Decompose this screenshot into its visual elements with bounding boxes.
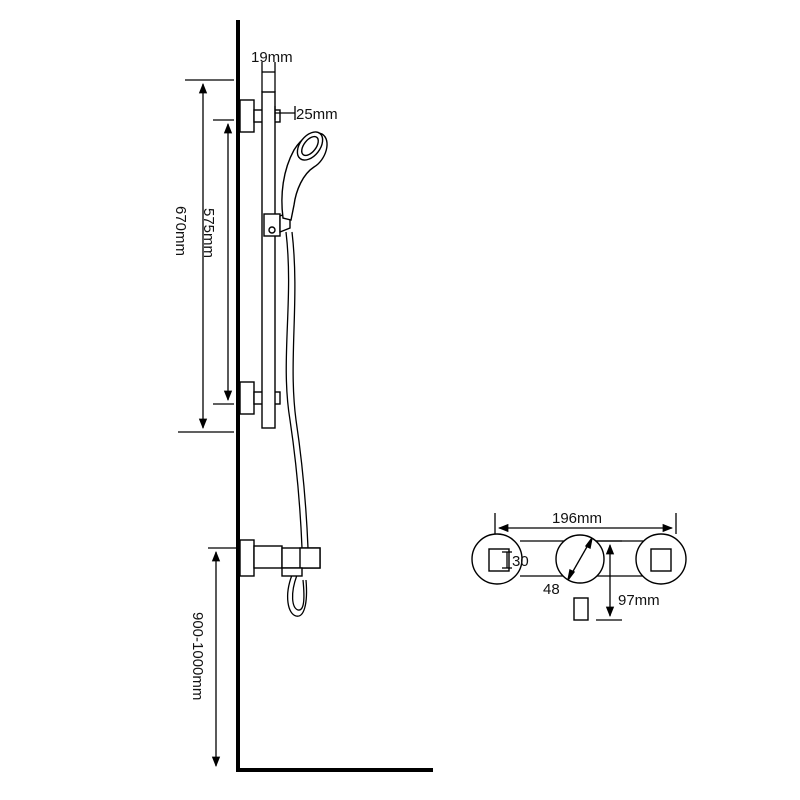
dial-size-label: 48 — [543, 581, 560, 598]
slider-knob — [268, 226, 276, 234]
right-inlet-square — [650, 548, 672, 572]
inlet-size-label: 30 — [512, 553, 529, 570]
valve-lever — [573, 597, 589, 621]
valve-depth-label: 97mm — [618, 592, 660, 609]
valve-wall-plate — [239, 539, 255, 577]
rail-diameter-label: 19mm — [251, 49, 293, 66]
slide-rail-assembly — [239, 91, 328, 429]
valve-width-label: 196mm — [552, 510, 602, 527]
top-dimensions: 19mm 25mm — [251, 49, 338, 123]
valve-height-label: 900-1000mm — [189, 612, 206, 700]
wall-bracket-top — [239, 99, 255, 133]
left-dimensions: 670mm 575mm 900-1000mm — [172, 79, 236, 768]
valve-front — [299, 547, 321, 569]
left-inlet-square — [488, 548, 510, 572]
inner-spacing-label: 575mm — [200, 208, 217, 258]
slide-rail — [261, 91, 276, 429]
shower-hose — [285, 231, 309, 617]
valve-body — [253, 545, 283, 569]
wall-and-floor — [236, 20, 433, 772]
wall-bracket-bottom — [239, 381, 255, 415]
outer-spacing-label: 670mm — [172, 206, 189, 256]
mixer-valve-front: 30 48 196mm 97mm — [471, 510, 687, 621]
valve-outlet — [281, 567, 303, 577]
handset-spray-plate — [301, 135, 319, 157]
wall-offset-label: 25mm — [296, 106, 338, 123]
mixer-valve-side — [239, 539, 321, 577]
